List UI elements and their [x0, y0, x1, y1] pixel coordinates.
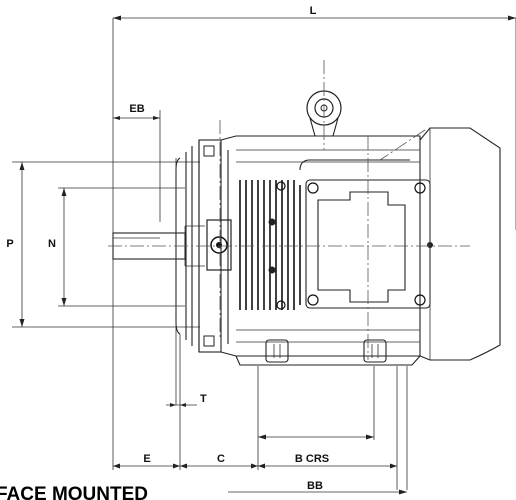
label-E: E	[143, 453, 150, 465]
center-lines	[108, 60, 470, 360]
dimension-L: L	[112, 5, 516, 470]
drawing-caption: FACE MOUNTED	[0, 484, 148, 500]
dimension-T: T	[166, 393, 207, 407]
dimension-BB: BB	[228, 480, 407, 495]
dimension-P: P	[2, 161, 200, 328]
dimension-B-CRS	[258, 434, 374, 440]
dimension-baseline: E C B CRS	[113, 453, 397, 469]
dimension-N: N	[44, 187, 185, 307]
terminal-box	[268, 179, 433, 310]
label-C: C	[217, 453, 225, 465]
label-B-CRS: B CRS	[295, 453, 329, 465]
fan-cowl	[419, 127, 501, 361]
label-N: N	[48, 238, 56, 250]
mounting-feet	[235, 339, 421, 366]
cooling-fins	[239, 180, 301, 310]
label-T: T	[200, 393, 207, 405]
mounting-flange	[175, 139, 232, 470]
bottom-extension-lines	[257, 366, 408, 490]
dimension-EB: EB	[113, 103, 161, 222]
label-P: P	[6, 238, 13, 250]
label-L: L	[310, 5, 317, 17]
label-EB: EB	[129, 103, 144, 115]
label-BB: BB	[307, 480, 323, 492]
